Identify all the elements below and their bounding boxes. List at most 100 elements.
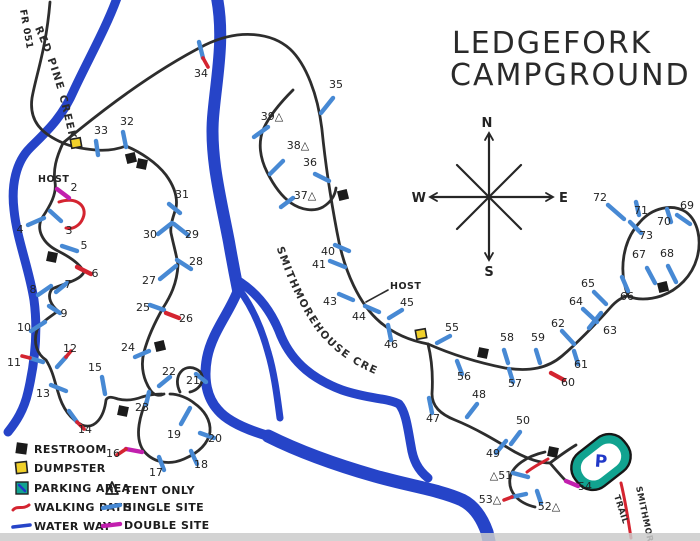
site-label-3: 3 xyxy=(66,224,73,237)
site-label-12: 12 xyxy=(63,342,77,355)
site-tick-57 xyxy=(506,366,516,385)
site-tick-28 xyxy=(174,257,194,272)
host-label-2: HOST xyxy=(390,281,421,292)
site-label-28: 28 xyxy=(189,255,203,268)
site-label-7: 7 xyxy=(65,278,72,291)
road-left-loop-east xyxy=(61,141,180,397)
site-label-68: 68 xyxy=(660,247,674,260)
site-tick-43 xyxy=(336,291,356,303)
site-tick-73 xyxy=(627,219,644,236)
restroom-icon xyxy=(547,446,559,458)
site-tick-15 xyxy=(99,374,108,397)
waterways xyxy=(3,0,496,541)
compass-arrow-east xyxy=(545,192,555,202)
compass-e: E xyxy=(559,191,568,206)
site-tick-2 xyxy=(54,186,72,201)
site-label-18: 18 xyxy=(194,458,208,471)
site-tick-72 xyxy=(605,202,627,222)
site-tick-36 xyxy=(312,171,332,184)
site-label-45: 45 xyxy=(400,296,414,309)
smithmorehouse-creek-right-channel xyxy=(235,277,433,483)
site-tick-41 xyxy=(327,258,348,270)
restroom-icon xyxy=(153,339,167,353)
roads xyxy=(30,0,700,509)
site-tick-45 xyxy=(386,307,405,321)
site-label-55: 55 xyxy=(445,321,459,334)
restroom-icon xyxy=(117,405,129,417)
site-tick-26 xyxy=(163,310,182,321)
site-tick-61 xyxy=(571,348,581,367)
dumpster-icon xyxy=(414,327,428,341)
site-label-20: 20 xyxy=(208,432,222,445)
site-tick-16 xyxy=(123,446,145,455)
legend-restroom-label: RESTROOM xyxy=(34,443,107,456)
site-tick-19 xyxy=(178,405,193,427)
site-tick-33 xyxy=(93,138,101,158)
site-tick-27 xyxy=(157,263,179,282)
parking-lot: P xyxy=(570,432,632,492)
road-site-54-spur xyxy=(548,461,568,483)
site-tick-6 xyxy=(74,264,94,277)
legend-walking-path-label: WALKING PATH xyxy=(34,501,132,514)
site-label-43: 43 xyxy=(323,295,337,308)
legend-water-way-icon xyxy=(11,523,32,529)
scan-edge xyxy=(0,533,700,541)
parking-p-label: P xyxy=(594,452,608,473)
site-tick-46 xyxy=(385,322,394,343)
site-label-70: 70 xyxy=(657,215,671,228)
restroom-icon xyxy=(336,188,350,202)
site-label-22: 22 xyxy=(162,365,176,378)
site-label-23: 23 xyxy=(135,401,149,414)
compass-arrow-south xyxy=(484,252,494,262)
site-tick-10 xyxy=(28,319,48,334)
site-tick-71 xyxy=(633,199,642,218)
site-tick-39△ xyxy=(251,124,271,140)
site-tick-59 xyxy=(533,347,543,366)
site-tick-53△ xyxy=(509,491,529,500)
site-tick-red-11 xyxy=(20,354,32,360)
red-pine-creek xyxy=(3,0,122,437)
site-tick-70 xyxy=(664,206,674,225)
road-sub-loop-51-53 xyxy=(508,450,547,509)
site-label-64: 64 xyxy=(569,295,583,308)
site-label-38△: 38△ xyxy=(287,139,310,152)
site-label-58: 58 xyxy=(500,331,514,344)
map-title-line2: CAMPGROUND xyxy=(450,58,691,93)
dumpster-icon xyxy=(69,136,83,150)
legend-dumpster-icon xyxy=(14,460,29,475)
smithmorehouse-creek-upper xyxy=(206,0,244,296)
compass-rose: N S E W xyxy=(412,116,568,280)
road-fr051-label: FR 051 xyxy=(17,9,35,50)
trail-label-line1: SMITHMOREHOUSE xyxy=(633,486,663,541)
legend-double-site-icon xyxy=(100,521,123,529)
site-label-40: 40 xyxy=(321,245,335,258)
site-label-34: 34 xyxy=(194,67,208,80)
site-label-60: 60 xyxy=(561,376,575,389)
site-tick-44 xyxy=(362,303,382,315)
site-label-36: 36 xyxy=(303,156,317,169)
smithmorehouse-creek-left-channel xyxy=(200,285,273,441)
legend-parking-icon xyxy=(15,481,29,495)
site-tick-14 xyxy=(66,408,80,425)
site-label-35: 35 xyxy=(329,78,343,91)
site-label-66: 66 xyxy=(620,290,634,303)
site-tick-62 xyxy=(559,328,577,347)
site-label-25: 25 xyxy=(136,301,150,314)
legend-tent-label: TENT ONLY xyxy=(124,484,196,497)
site-tick-20 xyxy=(197,430,217,441)
site-tick-64 xyxy=(580,306,600,325)
site-tick-13 xyxy=(48,382,69,394)
site-label-72: 72 xyxy=(593,191,607,204)
site-tick-8 xyxy=(35,283,54,298)
site-tick-25 xyxy=(147,302,167,313)
site-tick-red-34 xyxy=(201,56,210,69)
site-tick-24 xyxy=(132,348,152,360)
restroom-icon xyxy=(124,151,138,165)
site-tick-30 xyxy=(155,220,175,237)
road-parking-spur xyxy=(548,443,578,465)
site-label-14: 14 xyxy=(78,423,92,436)
site-tick-37△ xyxy=(278,195,296,210)
compass-s: S xyxy=(484,265,493,280)
site-label-10: 10 xyxy=(17,321,31,334)
